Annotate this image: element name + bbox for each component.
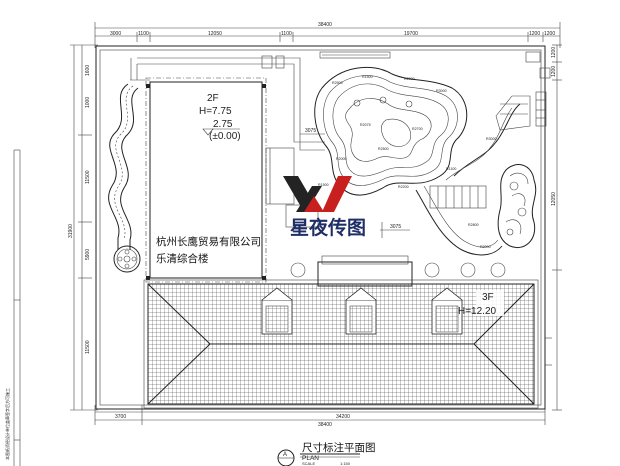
dim-right-3: 12050 bbox=[551, 192, 557, 206]
svg-text:R2200: R2200 bbox=[398, 185, 409, 189]
section-callout-icon bbox=[277, 449, 295, 466]
fountain-circle bbox=[113, 245, 141, 273]
radius-label-walk2: R3000 bbox=[486, 137, 497, 141]
svg-text:R1500: R1500 bbox=[318, 183, 329, 187]
dimension-bottom: 3700 34200 38400 bbox=[94, 405, 546, 428]
building-3f-roof: 3F H=12.20 bbox=[143, 279, 539, 409]
dim-bottom-1: 3700 bbox=[115, 414, 126, 420]
svg-text:R2075: R2075 bbox=[360, 123, 371, 127]
dim-left-small-2: 1000 bbox=[85, 97, 91, 108]
block-2f-height: H=7.75 bbox=[199, 106, 232, 117]
svg-text:R2000: R2000 bbox=[404, 77, 415, 81]
dim-top-3: 12050 bbox=[208, 31, 222, 37]
block-2f-level: 2.75 bbox=[213, 119, 233, 130]
winding-path bbox=[108, 83, 139, 250]
dim-overall-bottom: 38400 bbox=[318, 422, 332, 428]
dim-left-2: 5900 bbox=[85, 249, 91, 260]
block-2f-floor: 2F bbox=[207, 93, 219, 104]
side-note: 本图纸须经设计单位盖章签字后方可施工 bbox=[4, 388, 10, 460]
block-2f-zero: (±0.00) bbox=[209, 131, 241, 142]
dim-top-1: 3000 bbox=[110, 31, 121, 37]
dim-left-small-1: 1600 bbox=[85, 65, 91, 76]
dimension-top: 38400 3000 1100 12050 1100 19700 1200 12… bbox=[94, 22, 561, 48]
dim-right-1: 1200 bbox=[551, 47, 557, 58]
title-block: A 尺寸标注平面图 PLAN SCALE 1:150 bbox=[277, 441, 376, 466]
scale-label: SCALE bbox=[302, 461, 315, 466]
sheet-border: 本图纸须经设计单位盖章签字后方可施工 bbox=[4, 149, 21, 466]
section-mark: A bbox=[283, 452, 287, 458]
logo-icon bbox=[283, 176, 352, 212]
dormer bbox=[261, 287, 293, 335]
dim-left-3: 11500 bbox=[85, 340, 91, 354]
dim-top-5: 19700 bbox=[404, 31, 418, 37]
walkway: R2800 R3000 R2000 bbox=[415, 91, 547, 256]
front-features bbox=[290, 255, 506, 287]
svg-text:R2000: R2000 bbox=[336, 157, 347, 161]
building-2f: 2F H=7.75 2.75 (±0.00) 杭州长鹰贸易有限公司 乐清综合楼 bbox=[145, 77, 267, 283]
dim-left-1: 11500 bbox=[85, 170, 91, 184]
svg-text:R2500: R2500 bbox=[378, 147, 389, 151]
block-3f-height: H=12.20 bbox=[458, 306, 497, 317]
top-paths bbox=[130, 51, 551, 151]
scale-value: 1:150 bbox=[340, 461, 351, 466]
radius-label-walk3: R2000 bbox=[480, 245, 491, 249]
dim-top-4: 1100 bbox=[281, 31, 292, 37]
svg-text:R1500: R1500 bbox=[362, 75, 373, 79]
dim-bottom-2: 34200 bbox=[336, 414, 350, 420]
dim-top-2: 1100 bbox=[138, 31, 149, 37]
dim-top-6: 1200 bbox=[529, 31, 540, 37]
dim-overall-top: 38400 bbox=[318, 22, 332, 28]
dimension-right: 1200 1200 12050 bbox=[545, 44, 562, 411]
company-line-1: 杭州长鹰贸易有限公司 bbox=[156, 235, 261, 248]
dim-right-2: 1200 bbox=[551, 66, 557, 77]
block-3f-floor: 3F bbox=[482, 292, 494, 303]
dormer bbox=[431, 287, 463, 335]
dim-left-overall: 31900 bbox=[68, 224, 74, 238]
svg-text:R2500: R2500 bbox=[332, 81, 343, 85]
watermark-text: 星夜传图 bbox=[290, 216, 366, 239]
svg-text:R3000: R3000 bbox=[436, 89, 447, 93]
dormer bbox=[345, 287, 377, 335]
dimension-left: 31900 11500 5900 11500 1600 1000 bbox=[68, 44, 98, 411]
svg-text:R1100: R1100 bbox=[446, 167, 456, 171]
radius-labels: R2500 R1500 R2000 R3000 R2075 R2700 R250… bbox=[318, 75, 456, 189]
title-cn: 尺寸标注平面图 bbox=[302, 441, 376, 454]
company-line-2: 乐清综合楼 bbox=[156, 252, 209, 265]
pond-feature: R2500 R1500 R2000 R3000 R2075 R2700 R250… bbox=[314, 66, 468, 196]
site-boundary bbox=[95, 45, 546, 410]
level-triangle-icon bbox=[202, 128, 214, 136]
radius-label-walk: R2800 bbox=[468, 223, 479, 227]
watermark: 星夜传图 bbox=[283, 176, 366, 239]
svg-text:R2700: R2700 bbox=[412, 127, 423, 131]
small-dim-2: 3075 bbox=[390, 224, 401, 230]
small-dim-1: 3075 bbox=[305, 128, 316, 134]
rockery bbox=[429, 164, 537, 248]
dim-top-7: 1200 bbox=[544, 31, 555, 37]
title-en: PLAN bbox=[302, 455, 319, 462]
